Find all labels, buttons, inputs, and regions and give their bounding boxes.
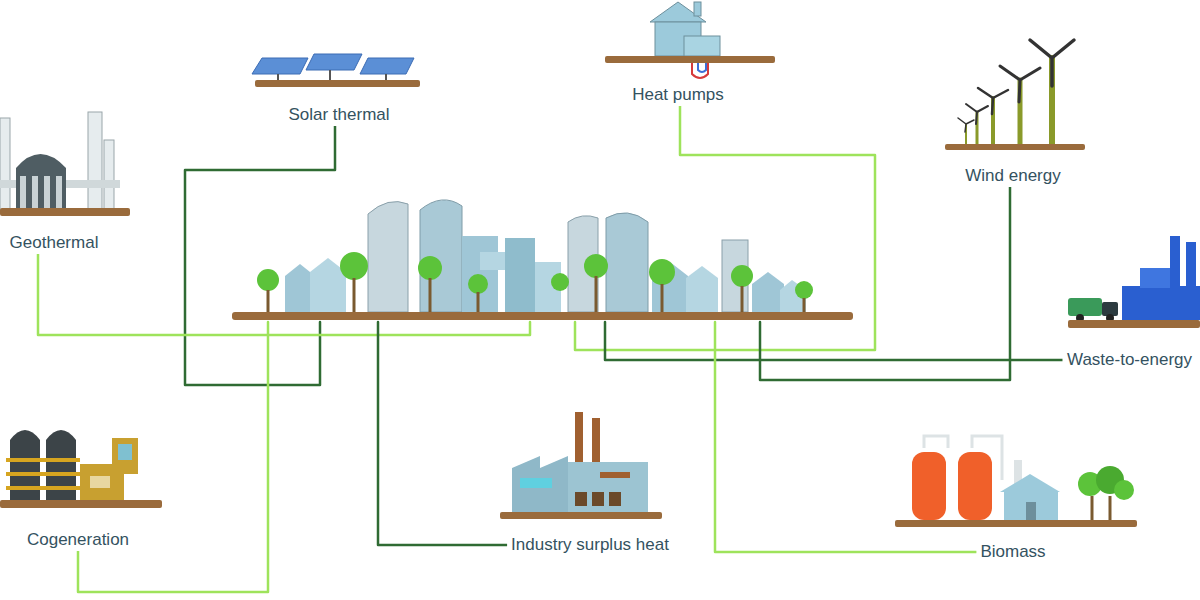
source-label: Cogeneration xyxy=(23,529,133,551)
factory xyxy=(500,412,662,519)
cogeneration-plant xyxy=(0,430,162,508)
source-name: Cogeneration xyxy=(27,530,129,550)
city-area xyxy=(232,195,853,322)
source-name: Biomass xyxy=(980,542,1045,562)
solar-panels xyxy=(252,54,420,87)
biomass-plant xyxy=(895,436,1137,527)
heat-pipe xyxy=(575,106,875,350)
heat-pipe xyxy=(38,254,530,335)
heat-pipe xyxy=(760,187,1010,380)
source-name: Waste-to-energy xyxy=(1067,350,1192,370)
source-name: Solar thermal xyxy=(288,105,389,125)
source-label: Industry surplus heat xyxy=(507,534,673,556)
source-name: Industry surplus heat xyxy=(511,535,669,555)
source-name: Geothermal xyxy=(10,233,99,253)
heat-pump-house xyxy=(605,2,775,78)
source-name: Heat pumps xyxy=(632,85,724,105)
source-label: Solar thermal xyxy=(284,104,393,126)
heat-pipe xyxy=(78,322,268,592)
waste-to-energy-plant xyxy=(1068,236,1200,328)
source-label: Biomass xyxy=(976,541,1049,563)
city xyxy=(232,200,853,320)
source-label: Wind energy xyxy=(961,165,1064,187)
source-label: Waste-to-energy xyxy=(1063,349,1196,371)
geothermal-plant xyxy=(0,112,130,216)
heat-pipe xyxy=(185,126,335,385)
heat-pipe xyxy=(715,322,976,552)
source-name: Wind energy xyxy=(965,166,1060,186)
source-label: Heat pumps xyxy=(628,84,728,106)
wind-turbines xyxy=(945,40,1085,150)
heat-pipe xyxy=(605,322,1063,360)
source-label: Geothermal xyxy=(6,232,103,254)
heat-pipe xyxy=(378,322,507,545)
